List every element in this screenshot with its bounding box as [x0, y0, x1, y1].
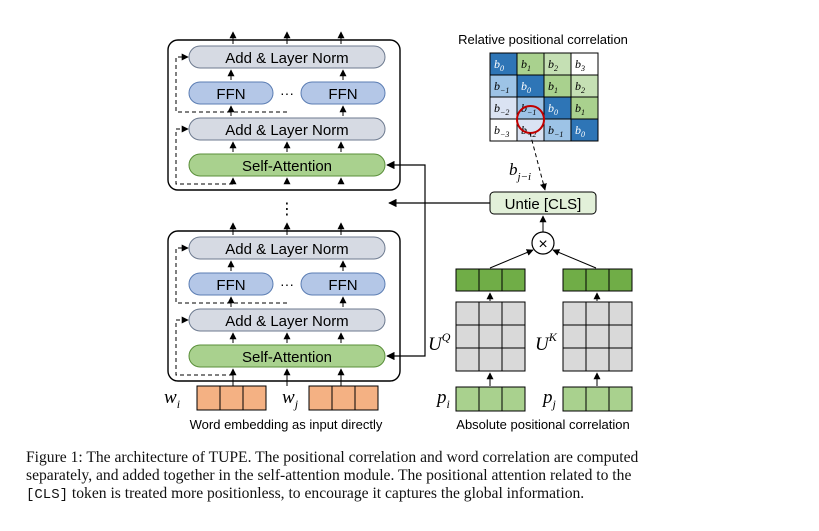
weight-cell	[608, 324, 633, 349]
self-attention-label: Self-Attention	[242, 349, 332, 366]
u-k-matrix	[562, 301, 633, 372]
position-embedding-pi	[455, 386, 526, 412]
matrix-cell	[570, 118, 599, 142]
bji-dashed-arrow	[529, 132, 547, 191]
weight-cell	[562, 347, 587, 372]
weight-cell	[562, 324, 587, 349]
absolute-title: Absolute positional correlation	[456, 417, 629, 432]
add-layer-norm-box	[188, 236, 386, 260]
matrix-cell-label: b−3	[494, 123, 509, 139]
projected-vector-q	[455, 268, 526, 292]
weight-cell	[455, 347, 480, 372]
matrix-cell-label: b0	[521, 79, 531, 95]
add-layer-norm-box	[188, 117, 386, 141]
figure-caption: Figure 1: The architecture of TUPE. The …	[26, 449, 806, 504]
p-j-label: pj	[541, 387, 557, 411]
ffn-box	[300, 272, 386, 296]
word-embedding-caption: Word embedding as input directly	[190, 417, 383, 432]
weight-cell	[455, 324, 480, 349]
untie-cls-label: Untie [CLS]	[505, 196, 582, 213]
matrix-cell-label: b1	[575, 101, 585, 117]
weight-cell	[501, 347, 526, 372]
add-layer-norm-box	[188, 45, 386, 69]
self-attention-box	[188, 153, 386, 177]
ffn-label: FFN	[216, 277, 245, 294]
caption-line-3-text: token is treated more positionless, to e…	[68, 485, 585, 502]
matrix-cell-label: b1	[548, 79, 558, 95]
add-layer-norm-label: Add & Layer Norm	[225, 241, 348, 258]
ffn-ellipsis: ···	[280, 85, 294, 101]
matrix-cell-label: b3	[575, 57, 585, 73]
projected-vector-k	[562, 268, 633, 292]
add-layer-norm-label: Add & Layer Norm	[225, 313, 348, 330]
weight-cell	[562, 301, 587, 326]
weight-cell	[501, 301, 526, 326]
caption-line-2: separately, and added together in the se…	[26, 467, 632, 484]
bji-label: bj−i	[509, 160, 531, 183]
weight-cell	[585, 347, 610, 372]
position-embedding-pj	[562, 386, 633, 412]
p-i-label: pi	[435, 387, 450, 411]
ffn-box	[188, 272, 274, 296]
weight-cell	[501, 324, 526, 349]
weight-cell	[455, 301, 480, 326]
add-layer-norm-box	[188, 308, 386, 332]
relative-title: Relative positional correlation	[458, 32, 628, 47]
u-q-matrix	[455, 301, 526, 372]
ffn-box	[300, 81, 386, 105]
weight-cell	[608, 347, 633, 372]
u-k-label: UK	[535, 330, 558, 355]
layer-ellipsis: ⋮	[279, 201, 295, 218]
matrix-cell-label: b2	[575, 79, 585, 95]
w-i-label: wi	[164, 387, 180, 411]
caption-line-3: [CLS] token is treated more positionless…	[26, 485, 806, 504]
ffn-label: FFN	[216, 86, 245, 103]
weight-cell	[478, 301, 503, 326]
ffn-label: FFN	[328, 86, 357, 103]
weight-cell	[478, 324, 503, 349]
word-embedding-wj	[308, 385, 379, 411]
encoder-block-bottom: Add & Layer Norm FFN ··· FFN Add & Layer…	[167, 222, 401, 386]
cls-token-code: [CLS]	[26, 487, 69, 503]
weight-cell	[585, 301, 610, 326]
self-attention-box	[188, 344, 386, 368]
matrix-cell-label: b−1	[494, 79, 509, 95]
ffn-ellipsis: ···	[280, 276, 294, 292]
ffn-box	[188, 81, 274, 105]
word-embedding-wi	[196, 385, 267, 411]
self-attention-label: Self-Attention	[242, 158, 332, 175]
matrix-cell-label: b−2	[494, 101, 509, 117]
add-layer-norm-label: Add & Layer Norm	[225, 122, 348, 139]
ffn-label: FFN	[328, 277, 357, 294]
encoder-block-top: Add & Layer Norm FFN ··· FFN Add & Layer…	[167, 31, 401, 191]
matrix-cell-label: b2	[548, 57, 558, 73]
weight-cell	[478, 347, 503, 372]
matrix-cell-label: b0	[575, 123, 585, 139]
w-j-label: wj	[282, 387, 299, 411]
multiply-symbol: ×	[538, 236, 547, 253]
caption-line-1: Figure 1: The architecture of TUPE. The …	[26, 449, 639, 466]
multiply-node	[531, 231, 555, 255]
u-q-label: UQ	[428, 330, 451, 355]
add-layer-norm-label: Add & Layer Norm	[225, 50, 348, 67]
matrix-cell-label: b1	[521, 57, 531, 73]
matrix-cell-label: b−1	[548, 123, 563, 139]
matrix-cell-label: b−2	[521, 123, 536, 139]
weight-cell	[585, 324, 610, 349]
matrix-cell-label: b0	[548, 101, 558, 117]
weight-cell	[608, 301, 633, 326]
matrix-cell-label: b0	[494, 57, 504, 73]
